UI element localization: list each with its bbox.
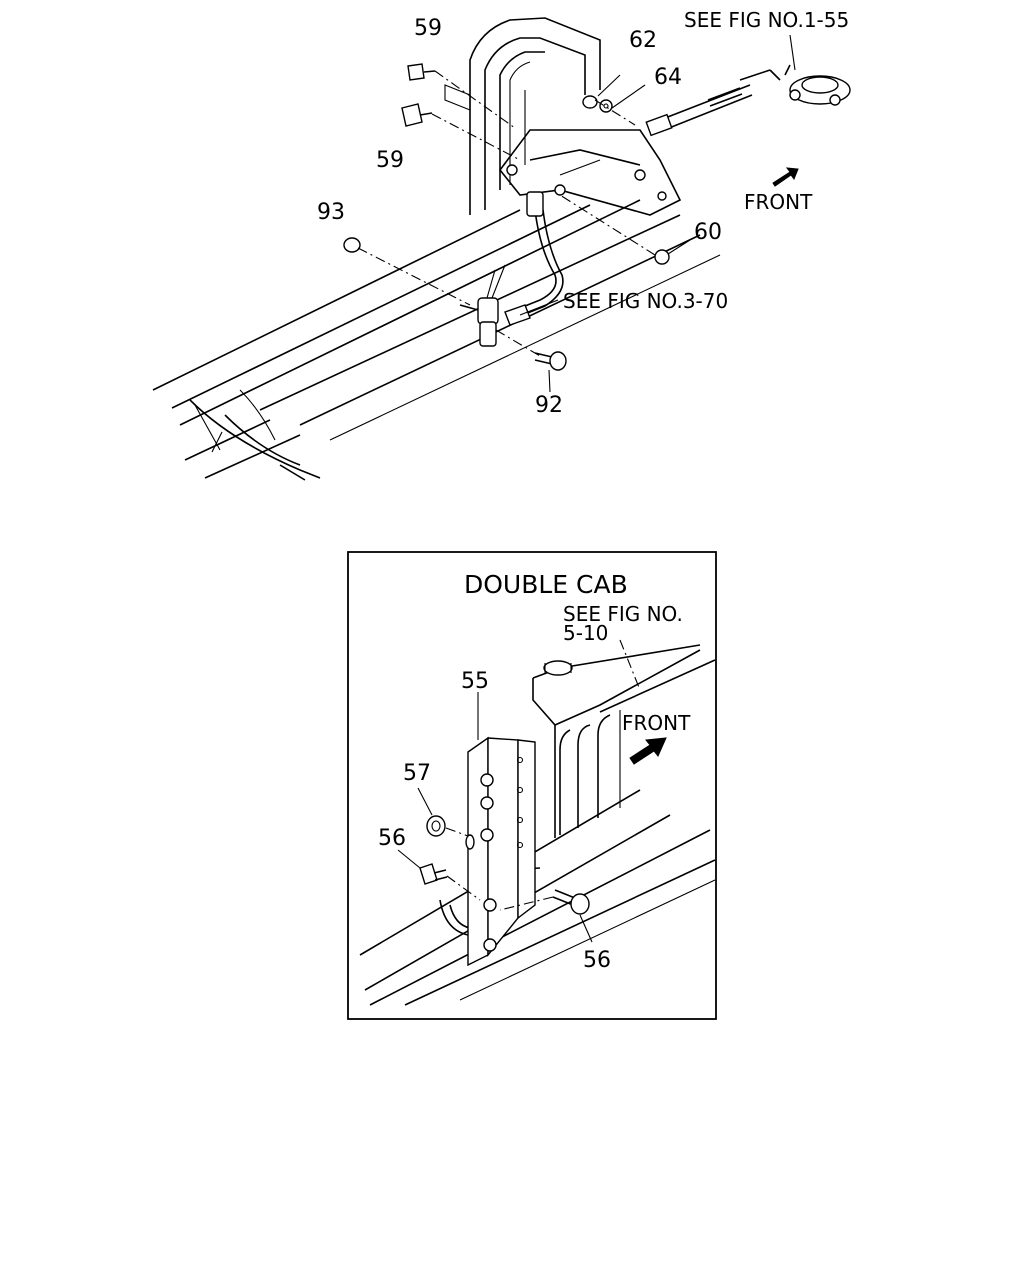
- cab-bracket: [444, 17, 682, 216]
- inset-front-label: FRONT: [622, 711, 691, 735]
- reference-fig-3-70: SEE FIG NO.3-70: [563, 289, 728, 313]
- clamp-icon: [769, 64, 851, 106]
- nut-icon: [654, 249, 670, 265]
- inset-leader-lines: [397, 692, 593, 943]
- nut-icon: [343, 237, 361, 253]
- switch-assembly: [459, 191, 564, 347]
- inset-structure: [359, 639, 716, 1006]
- leader-lines: [357, 34, 796, 393]
- nut-icon: [426, 815, 446, 837]
- connector-icon: [526, 191, 544, 217]
- inset-double-cab: DOUBLE CAB SEE FIG NO. 5-10 FRONT: [347, 551, 717, 1020]
- callout-59-top: 59: [414, 16, 442, 41]
- callout-57: 57: [403, 761, 431, 786]
- washer-icon: [599, 99, 613, 113]
- callout-56-right: 56: [583, 948, 611, 973]
- bracket-55: [465, 736, 536, 967]
- bolt-icon: [419, 863, 448, 885]
- bolt-icon: [552, 889, 590, 915]
- bolt-icon: [534, 351, 567, 371]
- callout-55: 55: [461, 669, 489, 694]
- callout-60: 60: [694, 220, 722, 245]
- inset-title: DOUBLE CAB: [464, 570, 628, 599]
- bolt-icon: [401, 103, 433, 127]
- arrow-front-icon: [629, 737, 667, 765]
- frame-rail: [152, 199, 721, 481]
- callout-56-left: 56: [378, 826, 406, 851]
- reference-fig-1-55: SEE FIG NO.1-55: [684, 8, 849, 32]
- inset-frame: [347, 551, 717, 1020]
- link-rod: [645, 64, 851, 137]
- main-view: 59 59 62 64 93 60 92 SEE FIG NO.1-55 SEE…: [152, 8, 851, 481]
- inset-reference-line2: 5-10: [563, 621, 608, 645]
- switch-icon: [459, 264, 506, 347]
- nut-icon: [582, 95, 598, 109]
- callout-62: 62: [629, 28, 657, 53]
- bolt-icon: [407, 63, 436, 81]
- callout-93: 93: [317, 200, 345, 225]
- callout-59-lower: 59: [376, 148, 404, 173]
- front-label: FRONT: [744, 190, 813, 214]
- callout-92: 92: [535, 393, 563, 418]
- inset-reference-line1: SEE FIG NO.: [563, 602, 683, 626]
- arrow-front-icon: [772, 167, 799, 187]
- callout-64: 64: [654, 65, 682, 90]
